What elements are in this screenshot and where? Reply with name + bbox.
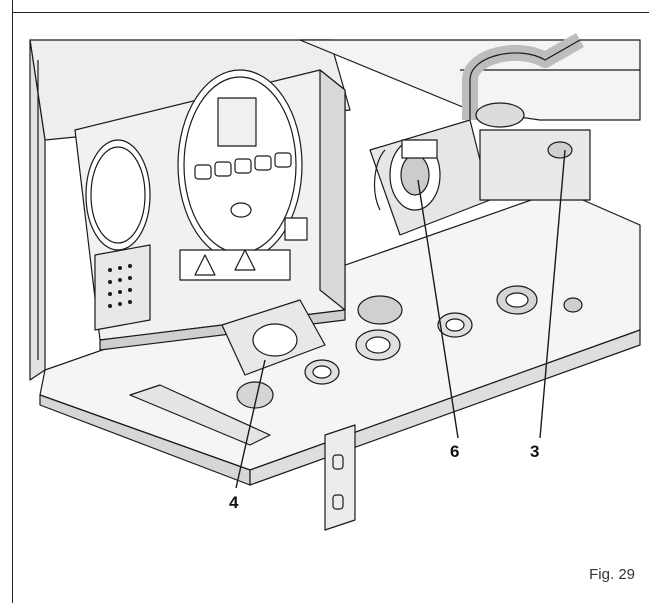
leader-line-4 — [235, 359, 266, 489]
circulation-pump — [369, 119, 491, 236]
mounting-brackets — [324, 424, 356, 531]
callout-6: 6 — [450, 442, 460, 461]
plate-fittings — [221, 285, 583, 409]
frame-left-border — [12, 0, 13, 603]
callout-leader-lines — [235, 149, 566, 489]
warning-labels — [179, 217, 308, 281]
sight-window — [85, 139, 151, 251]
figure-caption: Fig. 29 — [589, 566, 635, 583]
callout-3: 3 — [530, 442, 540, 461]
bottom-plate — [39, 189, 641, 486]
frame-top-border — [12, 12, 649, 13]
callout-4: 4 — [229, 493, 239, 512]
round-display-unit — [177, 69, 303, 261]
leader-line-3 — [539, 149, 566, 439]
terminal-block — [94, 244, 151, 331]
leader-line-6 — [417, 179, 459, 439]
